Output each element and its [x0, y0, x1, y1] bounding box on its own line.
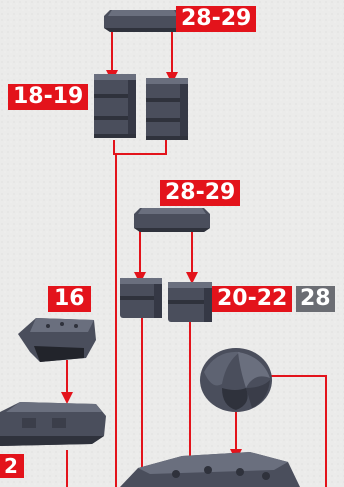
label-top-lid: 28-29: [176, 6, 256, 32]
crate-top-right: [146, 78, 188, 140]
base-block: [0, 402, 106, 446]
label-top-crates: 18-19: [8, 84, 88, 110]
crate-mid-left: [120, 278, 162, 318]
crate-top-left: [94, 74, 136, 138]
label-edge-left: 2: [0, 454, 24, 478]
lid-top: [104, 10, 182, 32]
label-mid-lid: 28-29: [160, 180, 240, 206]
label-cart-body: 16: [48, 286, 91, 312]
crate-mid-right: [168, 282, 212, 322]
cabbage: [200, 348, 272, 412]
lid-mid: [134, 208, 210, 232]
label-mid-crates-alt: 28: [296, 286, 335, 312]
label-mid-crates: 20-22: [212, 286, 292, 312]
